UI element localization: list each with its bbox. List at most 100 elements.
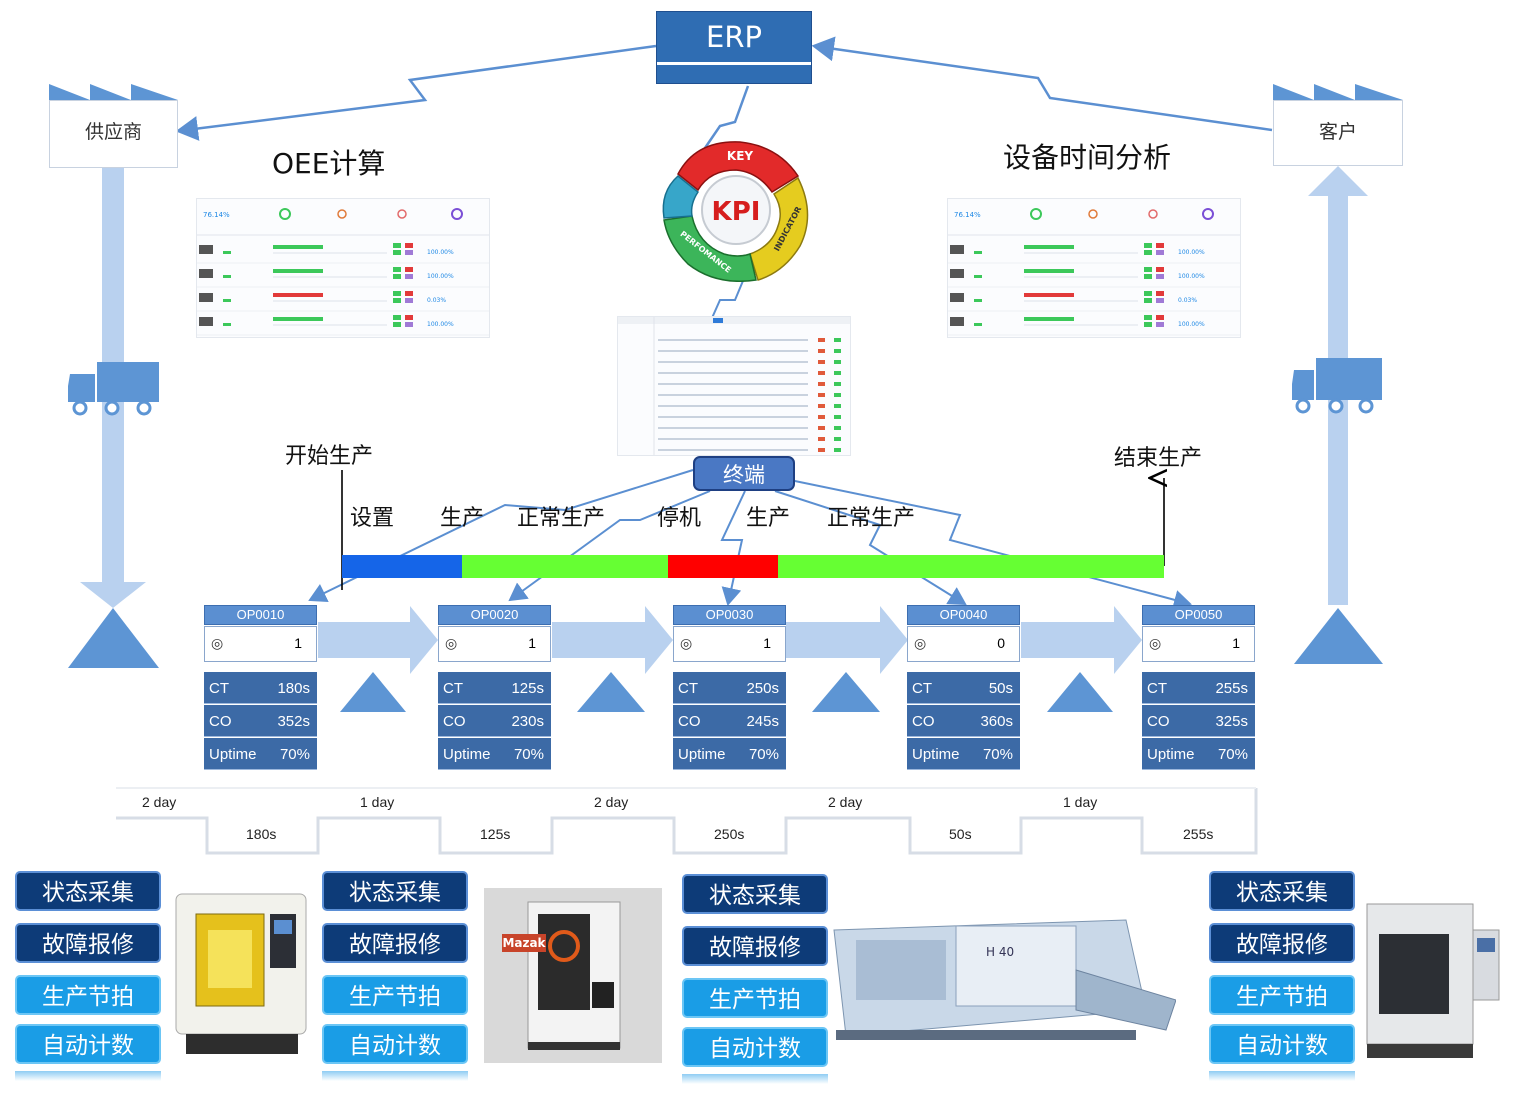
production-takt-button[interactable]: 生产节拍 — [682, 978, 828, 1018]
metric-label: Uptime — [912, 746, 960, 763]
cycle-time-label: 50s — [949, 826, 972, 842]
equip-status-bar — [1024, 293, 1074, 297]
terminal-table-graphic — [618, 317, 850, 455]
auto-count-button[interactable]: 自动计数 — [15, 1024, 161, 1064]
metric-label: CT — [678, 680, 698, 697]
lead-time-label: 2 day — [142, 794, 177, 810]
table-row — [658, 394, 808, 396]
status-collection-button[interactable]: 状态采集 — [322, 871, 468, 911]
status-collection-button[interactable]: 状态采集 — [15, 871, 161, 911]
phase-label: 停机 — [657, 506, 702, 531]
lathe-model: H 40 — [986, 945, 1014, 959]
production-takt-button[interactable]: 生产节拍 — [1209, 975, 1355, 1015]
supplier-box[interactable]: 供应商 — [49, 100, 178, 168]
table-row — [658, 361, 808, 363]
button-reflection — [682, 1074, 828, 1084]
oee-row-value: 100.00% — [427, 321, 454, 328]
status-collection-button[interactable]: 状态采集 — [1209, 871, 1355, 911]
customer-erp-link — [811, 36, 1273, 132]
metric-value: 180s — [277, 680, 310, 697]
button-reflection — [322, 1071, 468, 1081]
erp-kpi-link — [703, 85, 750, 149]
table-row — [658, 350, 808, 352]
operator-icon: ◎ — [211, 635, 224, 651]
operator-icon: ◎ — [445, 635, 458, 651]
oee-row-value: 0.03% — [427, 297, 446, 304]
production-takt-button[interactable]: 生产节拍 — [322, 975, 468, 1015]
customer-box[interactable]: 客户 — [1273, 100, 1403, 166]
lead-time-label: 1 day — [360, 794, 395, 810]
status-segment-running — [462, 555, 668, 578]
table-row — [658, 339, 808, 341]
equip-status-bar — [1024, 317, 1074, 321]
status-collection-button[interactable]: 状态采集 — [682, 874, 828, 914]
oee-row-value: 100.00% — [427, 249, 454, 256]
operator-icon: ◎ — [680, 635, 693, 651]
fault-report-button[interactable]: 故障报修 — [682, 926, 828, 966]
oee-status-bar — [273, 293, 323, 297]
oee-dashboard-graphic: 76.14% 100.00% 100.00% 0.03% 100.00% — [197, 208, 489, 336]
kpi-text: KPI — [712, 197, 761, 227]
metric-value: 50s — [988, 680, 1013, 697]
phase-label: 生产 — [440, 506, 485, 531]
fault-report-button[interactable]: 故障报修 — [1209, 923, 1355, 963]
status-segment-setup — [342, 555, 462, 578]
op-count-box: ◎1 — [673, 626, 786, 662]
auto-count-button[interactable]: 自动计数 — [682, 1027, 828, 1067]
button-reflection — [15, 1071, 161, 1081]
operator-icon: ◎ — [914, 635, 927, 651]
fault-report-button[interactable]: 故障报修 — [322, 923, 468, 963]
table-row — [658, 427, 808, 429]
op-count: 1 — [528, 635, 536, 651]
start-production-label: 开始生产 — [285, 444, 374, 469]
phase-label: 正常生产 — [827, 506, 916, 531]
machine-mazak: Mazak — [502, 901, 621, 1050]
op-count: 0 — [997, 635, 1005, 651]
status-segment-down — [668, 555, 778, 578]
op-header[interactable]: OP0040 — [907, 605, 1020, 625]
equipment-time-title: 设备时间分析 — [1003, 141, 1172, 174]
equip-row-value: 100.00% — [1178, 249, 1205, 256]
oee-row-value: 100.00% — [427, 273, 454, 280]
metric-label: Uptime — [1147, 746, 1195, 763]
metric-label: Uptime — [443, 746, 491, 763]
cycle-time-label: 255s — [1183, 826, 1214, 842]
equip-machine-thumb — [950, 269, 964, 278]
cycle-time-label: 125s — [480, 826, 511, 842]
truck-icon-right — [1292, 358, 1382, 414]
erp-supplier-link — [175, 44, 657, 141]
auto-count-button[interactable]: 自动计数 — [1209, 1024, 1355, 1064]
op-header[interactable]: OP0050 — [1142, 605, 1255, 625]
op-header[interactable]: OP0030 — [673, 605, 786, 625]
fault-report-button[interactable]: 故障报修 — [15, 923, 161, 963]
op-header[interactable]: OP0020 — [438, 605, 551, 625]
op-count: 1 — [294, 635, 302, 651]
erp-box[interactable]: ERP — [656, 11, 812, 84]
dash-kpi-value: 76.14% — [203, 211, 230, 219]
oee-title: OEE计算 — [272, 147, 386, 180]
table-row — [658, 449, 808, 451]
phase-label: 生产 — [746, 506, 791, 531]
kpi-key-text: KEY — [727, 149, 753, 163]
op-count: 1 — [1232, 635, 1240, 651]
lead-time-label: 2 day — [594, 794, 629, 810]
oee-status-bar — [273, 269, 323, 273]
auto-count-button[interactable]: 自动计数 — [322, 1024, 468, 1064]
terminal-node[interactable]: 终端 — [693, 456, 795, 491]
kpi-logo: KPI KEY PERFOMANCE INDICATOR — [662, 141, 809, 282]
lead-time-label: 1 day — [1063, 794, 1098, 810]
op-header[interactable]: OP0010 — [204, 605, 317, 625]
production-takt-button[interactable]: 生产节拍 — [15, 975, 161, 1015]
metric-value: 125s — [511, 680, 544, 697]
metric-value: 360s — [980, 713, 1013, 730]
